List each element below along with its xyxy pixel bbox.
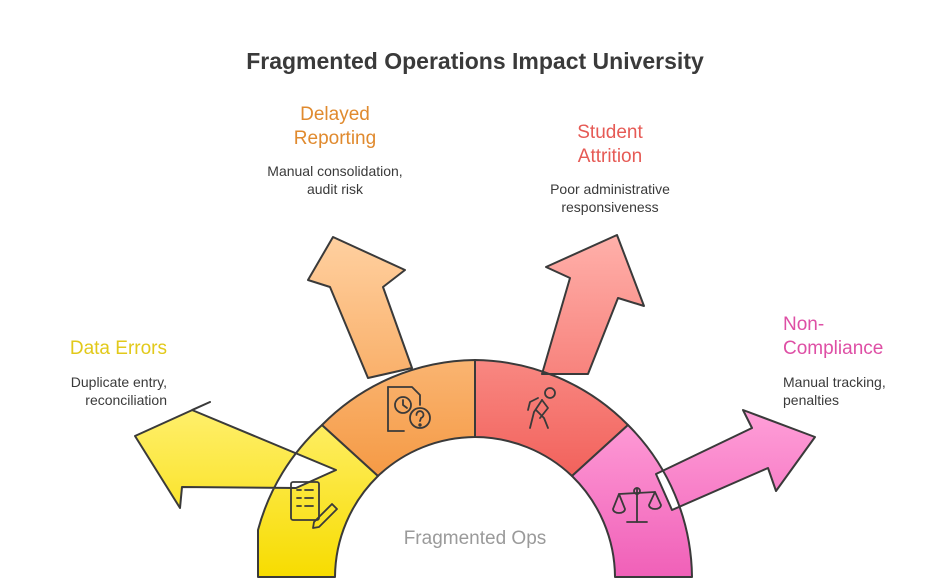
non-compliance-arrow [571,409,816,578]
non-compliance-desc: Manual tracking, penalties [783,374,886,408]
non-compliance-label: Non-Compliance [783,314,884,359]
checklist-pen-icon [290,481,338,529]
student-attrition-label: Student Attrition [577,122,643,167]
document-clock-question-icon [387,386,431,432]
student-attrition-desc: Poor administrative responsiveness [550,181,670,215]
balance-scale-icon [612,487,662,523]
center-label: Fragmented Ops [403,528,547,549]
diagram-title: Fragmented Operations Impact University [246,48,704,74]
delayed-reporting-desc: Manual consolidation, audit risk [267,163,403,197]
data-errors-label: Data Errors [69,338,167,359]
delayed-reporting-label: Delayed Reporting [293,104,377,149]
data-errors-desc: Duplicate entry, reconciliation [70,374,167,408]
walking-away-person-icon [527,387,556,429]
